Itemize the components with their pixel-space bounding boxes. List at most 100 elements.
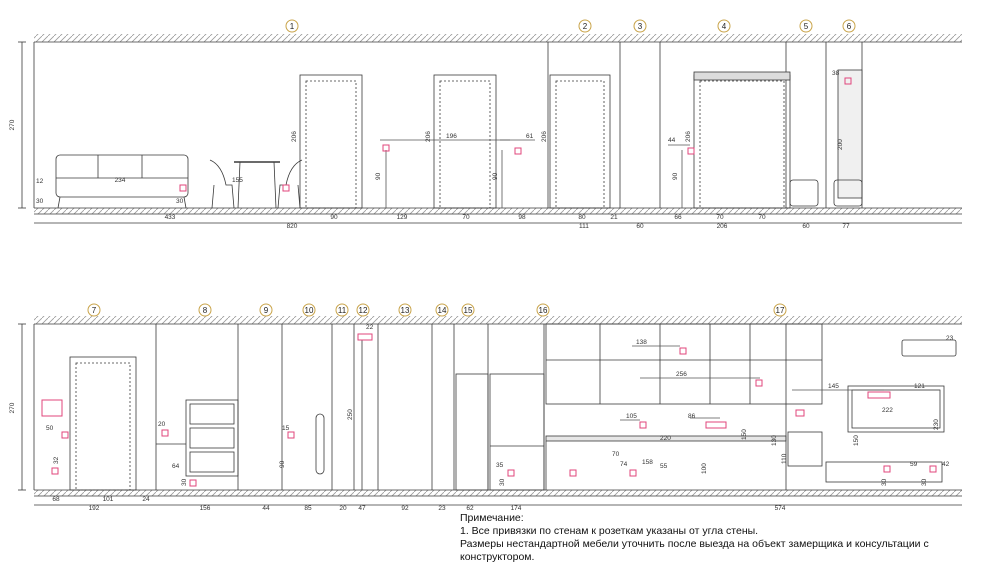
axis-marker: 9	[259, 303, 273, 317]
dim-label: 90	[330, 214, 338, 221]
dim-label: 234	[115, 177, 126, 184]
dim-label: 70	[462, 214, 470, 221]
socket	[507, 469, 515, 477]
socket	[705, 421, 727, 429]
dim-label: 92	[401, 505, 409, 512]
dim-label: 121	[914, 383, 925, 390]
top-ceiling-hatch	[34, 34, 962, 42]
upper-cabinets	[545, 323, 823, 405]
dim-label: 105	[626, 413, 637, 420]
svg-text:5: 5	[804, 22, 809, 31]
axis-marker: 1	[285, 19, 299, 33]
dim-label: 220	[660, 435, 671, 442]
svg-text:15: 15	[464, 306, 473, 315]
dim-label: 44	[262, 505, 270, 512]
svg-text:8: 8	[203, 306, 208, 315]
svg-text:6: 6	[847, 22, 852, 31]
dim-label: 30	[176, 198, 184, 205]
axis-marker: 2	[578, 19, 592, 33]
socket	[382, 144, 390, 152]
svg-text:12: 12	[359, 306, 368, 315]
dim-label: 21	[610, 214, 618, 221]
socket	[867, 391, 891, 399]
svg-text:1: 1	[290, 22, 295, 31]
dim-label: 23	[438, 505, 446, 512]
dim-label: 20	[158, 421, 166, 428]
dim-label: 70	[716, 214, 724, 221]
svg-text:17: 17	[776, 306, 785, 315]
dim-label: 206	[717, 223, 728, 230]
socket	[844, 77, 852, 85]
socket	[929, 465, 937, 473]
sofa	[55, 154, 189, 198]
height-label: 270	[9, 402, 16, 413]
axis-marker: 15	[461, 303, 475, 317]
door-1	[299, 74, 363, 209]
axis-marker: 14	[435, 303, 449, 317]
socket	[357, 333, 373, 341]
oven	[787, 431, 823, 467]
dim-label: 24	[142, 496, 150, 503]
axis-marker: 5	[799, 19, 813, 33]
socket	[629, 469, 637, 477]
dim-label: 130	[771, 435, 778, 446]
dim-label: 206	[425, 131, 432, 142]
pouf-1	[789, 179, 819, 207]
socket	[755, 379, 763, 387]
socket	[61, 431, 69, 439]
dim-label: 23	[946, 335, 954, 342]
dim-label: 200	[837, 139, 844, 150]
dim-label: 22	[366, 324, 374, 331]
socket	[287, 431, 295, 439]
dim-label: 30	[36, 198, 44, 205]
bottom-ceiling-hatch	[34, 316, 962, 324]
dim-label: 155	[232, 177, 243, 184]
dim-label: 574	[775, 505, 786, 512]
axis-marker: 13	[398, 303, 412, 317]
bottom-elevation	[18, 316, 962, 506]
socket	[679, 347, 687, 355]
svg-text:2: 2	[583, 22, 588, 31]
dim-label: 55	[660, 463, 668, 470]
svg-text:3: 3	[638, 22, 643, 31]
socket	[282, 184, 290, 192]
dim-label: 70	[758, 214, 766, 221]
dim-label: 138	[636, 339, 647, 346]
dim-label: 433	[165, 214, 176, 221]
electrical-panel	[41, 399, 63, 417]
svg-text:10: 10	[305, 306, 314, 315]
svg-text:4: 4	[722, 22, 727, 31]
note-block: Примечание: 1. Все привязки по стенам к …	[460, 512, 980, 564]
axis-marker: 8	[198, 303, 212, 317]
dim-label: 196	[446, 133, 457, 140]
note-title: Примечание:	[460, 512, 524, 524]
dim-label: 86	[688, 413, 696, 420]
dim-label: 74	[620, 461, 628, 468]
dim-label: 98	[518, 214, 526, 221]
dim-label: 30	[881, 478, 888, 486]
axis-marker: 11	[335, 303, 349, 317]
dresser	[185, 399, 239, 477]
tv-console	[825, 461, 943, 483]
dim-label: 145	[828, 383, 839, 390]
svg-text:11: 11	[338, 306, 347, 315]
dim-label: 100	[701, 463, 708, 474]
dim-label: 80	[578, 214, 586, 221]
svg-text:16: 16	[539, 306, 548, 315]
dim-label: 192	[89, 505, 100, 512]
dim-label: 15	[282, 425, 290, 432]
note-line-2: Размеры нестандартной мебели уточнить по…	[460, 538, 929, 563]
dim-label: 206	[291, 131, 298, 142]
dim-label: 85	[304, 505, 312, 512]
dim-label: 42	[942, 461, 950, 468]
dim-label: 60	[802, 223, 810, 230]
dim-label: 61	[526, 133, 534, 140]
dim-label: 30	[499, 478, 506, 486]
dim-label: 66	[674, 214, 682, 221]
wardrobe-handle	[315, 413, 325, 475]
dim-label: 129	[397, 214, 408, 221]
pouf-2	[833, 179, 863, 207]
top-dims: 433 90 129 70 98 80 21 60 66 70 70 60 77…	[165, 214, 850, 230]
door-2	[433, 74, 497, 209]
socket	[795, 409, 805, 417]
